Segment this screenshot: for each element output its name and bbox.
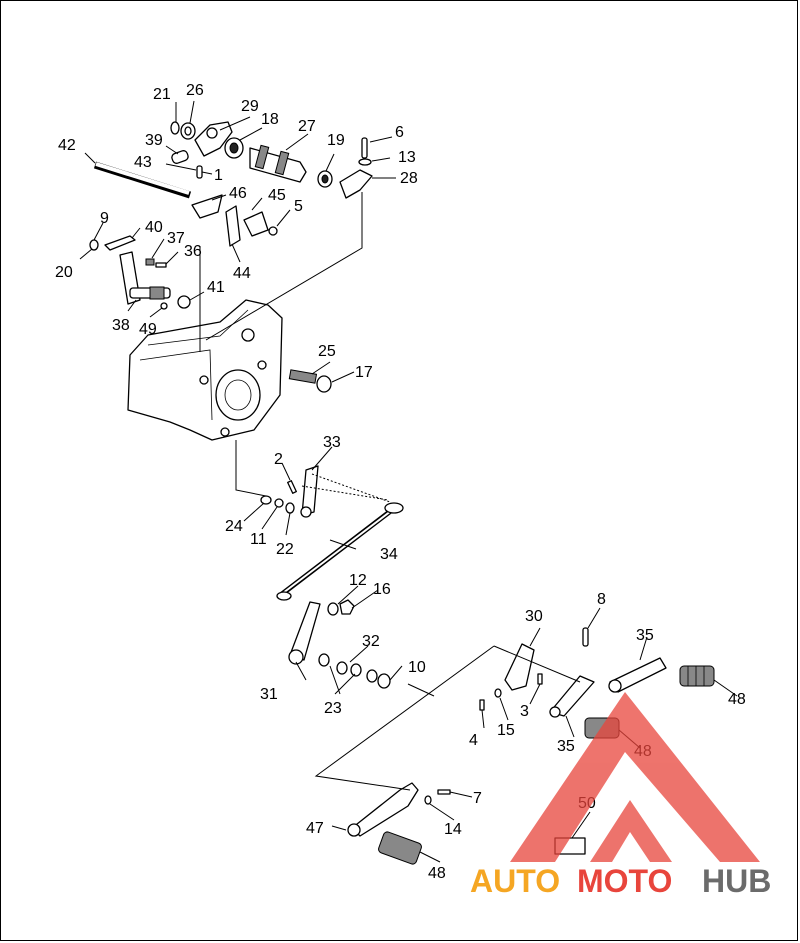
callout-32: 32 <box>362 633 380 650</box>
callout-4: 4 <box>469 732 478 749</box>
callout-18: 18 <box>261 111 279 128</box>
callout-14: 14 <box>444 821 462 838</box>
transmission-housing-part <box>127 299 283 441</box>
callout-27: 27 <box>298 118 316 135</box>
callout-21: 21 <box>153 86 171 103</box>
callout-7: 7 <box>473 790 482 807</box>
callout-28: 28 <box>400 170 418 187</box>
callout-10: 10 <box>408 659 426 676</box>
callout-17: 17 <box>355 364 373 381</box>
callout-20: 20 <box>55 264 73 281</box>
callout-47: 47 <box>306 820 324 837</box>
callout-22: 22 <box>276 541 294 558</box>
shift-rod-part <box>93 161 192 199</box>
callout-31: 31 <box>260 686 278 703</box>
callout-15: 15 <box>497 722 515 739</box>
callout-48-center: 48 <box>634 743 652 760</box>
callout-34: 34 <box>380 546 398 563</box>
callout-6: 6 <box>395 124 404 141</box>
callout-26: 26 <box>186 82 204 99</box>
callout-44: 44 <box>233 265 251 282</box>
callout-24: 24 <box>225 518 243 535</box>
callout-46: 46 <box>229 185 247 202</box>
callout-23: 23 <box>324 700 342 717</box>
callout-37: 37 <box>167 230 185 247</box>
callout-49: 49 <box>139 321 157 338</box>
callout-5: 5 <box>294 198 303 215</box>
callout-48-bottom: 48 <box>428 865 446 882</box>
callout-42: 42 <box>58 137 76 154</box>
callout-11: 11 <box>250 531 267 548</box>
callout-8: 8 <box>597 591 606 608</box>
shift-linkage-rod-part <box>276 502 404 601</box>
callout-29: 29 <box>241 98 259 115</box>
callout-43: 43 <box>134 154 152 171</box>
callout-9: 9 <box>100 210 109 227</box>
callout-25: 25 <box>318 343 336 360</box>
callout-2: 2 <box>274 451 283 468</box>
callout-13: 13 <box>398 149 416 166</box>
callout-40: 40 <box>145 219 163 236</box>
callout-3: 3 <box>520 703 529 720</box>
callout-36: 36 <box>184 243 202 260</box>
callout-16: 16 <box>373 581 391 598</box>
callout-35-lower: 35 <box>557 738 575 755</box>
footpeg-part <box>378 665 715 865</box>
callout-30: 30 <box>525 608 543 625</box>
callout-12: 12 <box>349 572 367 589</box>
callout-38: 38 <box>112 317 130 334</box>
callout-39: 39 <box>145 132 163 149</box>
callout-19: 19 <box>327 132 345 149</box>
callout-35-upper: 35 <box>636 627 654 644</box>
callout-1: 1 <box>214 167 223 184</box>
callout-50: 50 <box>578 795 596 812</box>
callout-33: 33 <box>323 434 341 451</box>
callout-labels: 21 26 29 18 27 19 6 13 28 39 43 1 42 46 … <box>55 82 746 882</box>
callout-45: 45 <box>268 187 286 204</box>
callout-48-right: 48 <box>728 691 746 708</box>
callout-41: 41 <box>207 279 225 296</box>
